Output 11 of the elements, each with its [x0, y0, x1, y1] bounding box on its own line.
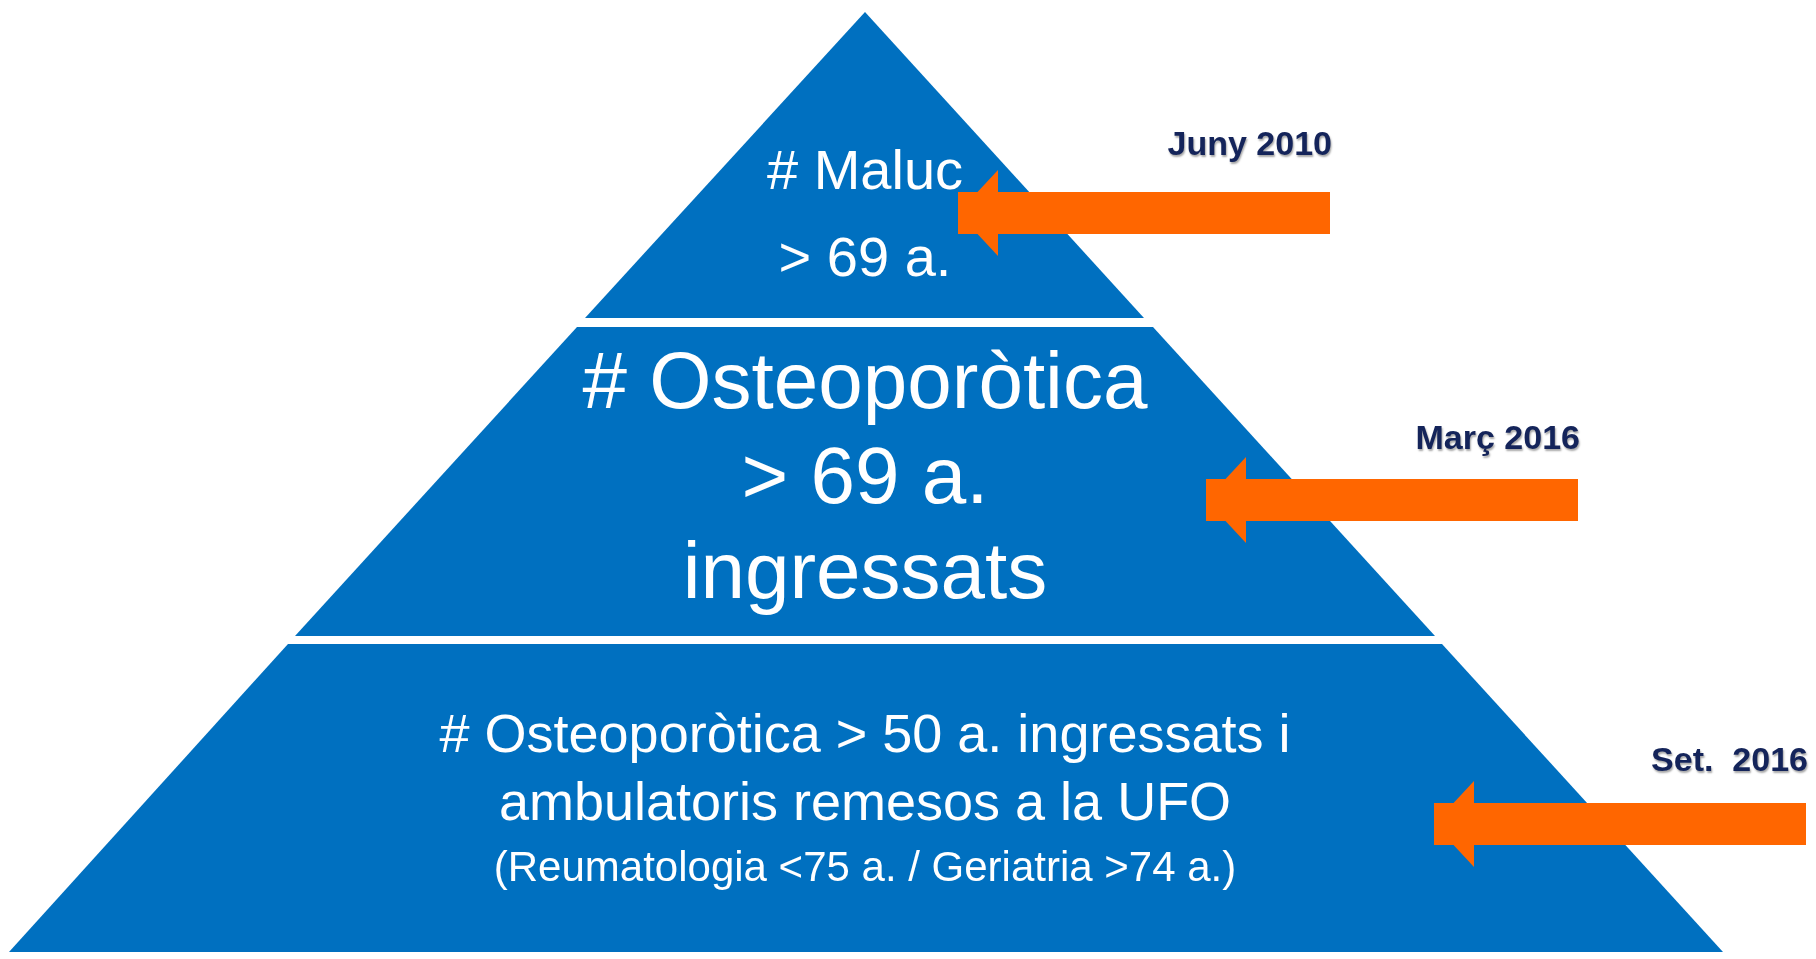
- tier-note: > 69 a.: [777, 224, 953, 290]
- tier-label: # Osteoporòtica > 69 a. ingressats: [581, 335, 1149, 617]
- date-label: Set. 2016: [1651, 740, 1808, 779]
- block-arrow: [1434, 781, 1806, 867]
- date-label: Març 2016: [1415, 418, 1580, 457]
- block-arrow: [958, 170, 1330, 256]
- date-label: Juny 2010: [1167, 124, 1332, 163]
- tier-label: # Osteoporòtica > 50 a. ingressats i ambulatoris remesos a la UFO: [438, 702, 1292, 833]
- tier-label: # Maluc: [765, 137, 965, 203]
- tier-note: (Reumatologia <75 a. / Geriatria >74 a.): [492, 842, 1238, 892]
- block-arrow: [1206, 457, 1578, 543]
